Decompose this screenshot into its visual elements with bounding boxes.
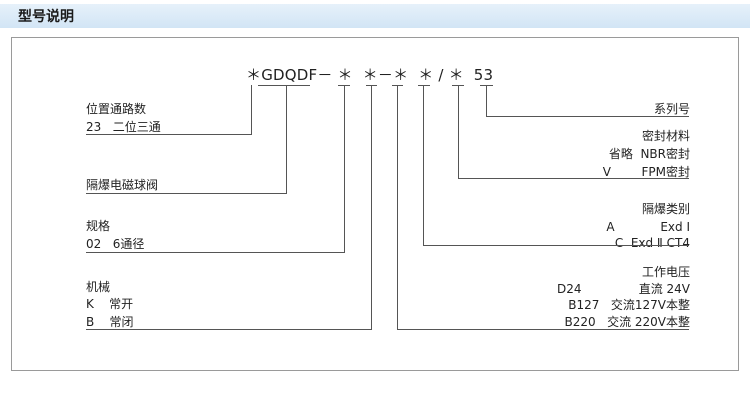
connector-seal (458, 85, 689, 179)
section-title: 型号说明 (18, 9, 74, 25)
voltage-b127: B127 交流127V本整 (568, 298, 690, 312)
voltage-b220: B220 交流 220V本整 (564, 315, 690, 329)
mechanical-title: 机械 (86, 280, 111, 294)
connector-explosion-valve (86, 85, 287, 194)
series-title: 系列号 (653, 102, 690, 116)
seal-item-fpm: V FPM密封 (602, 165, 690, 179)
seal-item-nbr: 省略 NBR密封 (608, 147, 690, 161)
connector-mechanical (86, 85, 372, 330)
connector-valves (86, 85, 252, 135)
spec-item: 02 6通径 (86, 237, 145, 251)
valves-title: 位置通路数 (86, 102, 147, 116)
spec-title: 规格 (86, 219, 111, 233)
explosion-class-title: 隔爆类别 (641, 202, 690, 216)
model-code: ＊GDQDF－ ＊ ＊－＊ ＊ / ＊ 53 (246, 66, 494, 84)
connector-series (486, 85, 689, 117)
section-header: 型号说明 (0, 4, 750, 28)
explosion-class-a: A Exd Ⅰ (606, 220, 690, 234)
voltage-d24: D24 直流 24V (556, 282, 690, 296)
explosion-class-c: C Exd Ⅱ CT4 (614, 236, 690, 250)
mechanical-item-k: K 常开 (86, 297, 134, 311)
diagram-panel (11, 37, 739, 371)
seal-title: 密封材料 (641, 129, 690, 143)
valves-item: 23 二位三通 (86, 120, 161, 134)
connector-voltage (397, 85, 689, 330)
connector-spec (86, 85, 345, 253)
mechanical-item-b: B 常闭 (86, 315, 134, 329)
voltage-title: 工作电压 (641, 265, 690, 279)
connector-explosion-class (423, 85, 689, 246)
explosion-valve-title: 隔爆电磁球阀 (86, 178, 159, 192)
